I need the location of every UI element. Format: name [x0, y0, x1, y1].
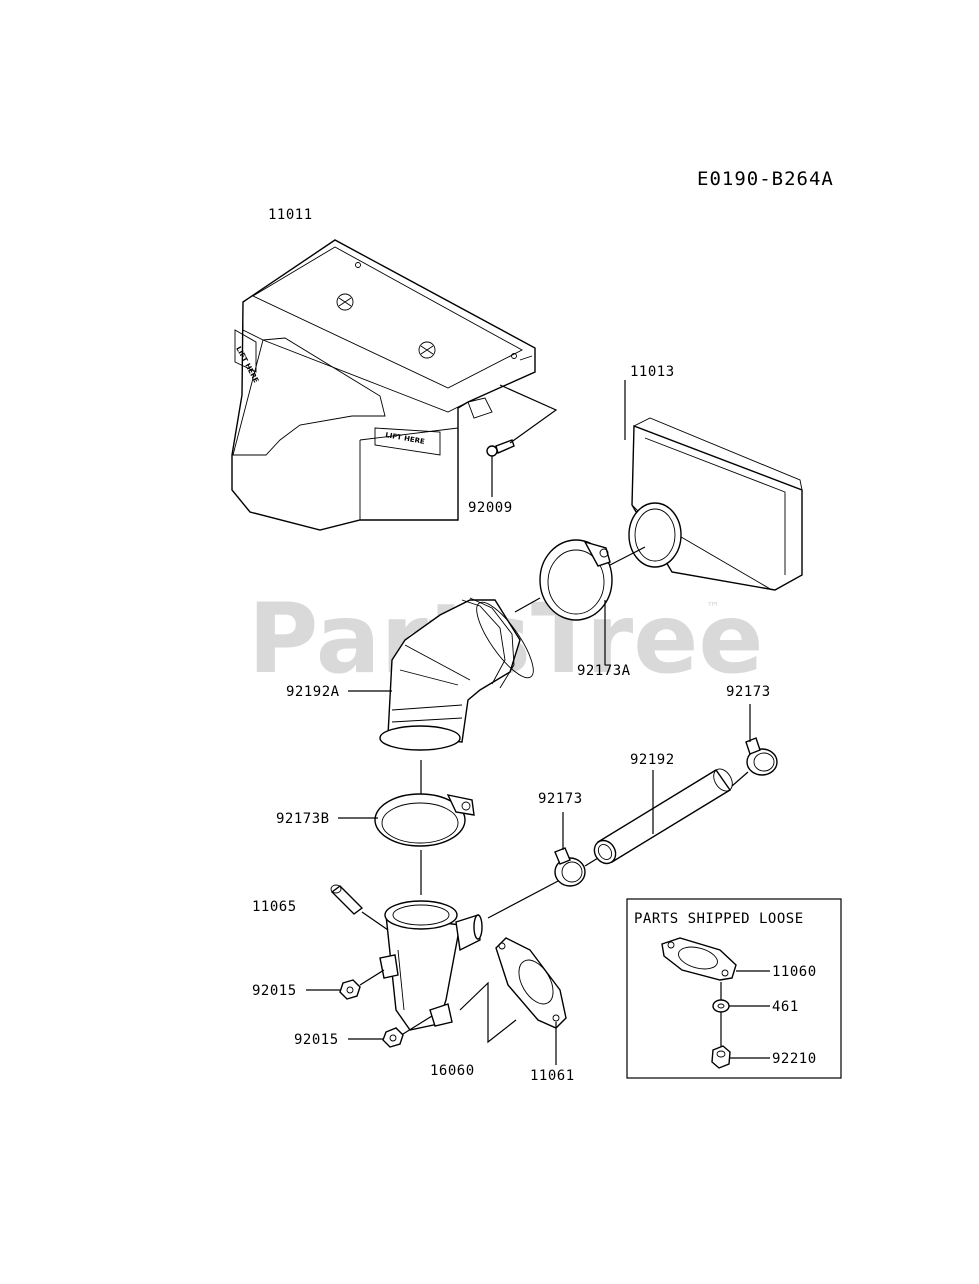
callout-92173B: 92173B — [276, 811, 330, 827]
part-92192A-elbow-tube[interactable] — [379, 595, 542, 751]
leader-nut-upper-to-pipe — [359, 969, 385, 986]
callout-11065: 11065 — [252, 899, 297, 915]
callout-92015-upper: 92015 — [252, 983, 297, 999]
part-461-washer[interactable] — [712, 999, 730, 1013]
loose-parts-border — [626, 898, 842, 1079]
part-92210-nut[interactable] — [711, 1045, 731, 1069]
part-11011-housing[interactable]: LIFT HERE LIFT HERE — [231, 239, 536, 531]
part-92173A-clamp[interactable] — [539, 539, 613, 621]
callout-92173-top: 92173 — [726, 684, 771, 700]
callout-92210: 92210 — [772, 1051, 817, 1067]
part-92173B-clamp[interactable] — [374, 793, 475, 847]
part-11013-air-filter[interactable] — [628, 417, 803, 591]
watermark-trademark: ™ — [706, 600, 720, 616]
diagram-code: E0190-B264A — [697, 168, 834, 190]
callout-92192: 92192 — [630, 752, 675, 768]
leader-clamp-to-tube — [514, 597, 541, 613]
part-11065-pin[interactable] — [330, 884, 364, 915]
callout-92015-lower: 92015 — [294, 1032, 339, 1048]
callout-92173-middle: 92173 — [538, 791, 583, 807]
part-11060-gasket[interactable] — [661, 937, 737, 981]
part-92015-nut-lower[interactable] — [382, 1027, 404, 1048]
part-92009-screw[interactable] — [486, 384, 558, 497]
part-92173-clamp-top[interactable] — [745, 737, 778, 776]
callout-16060: 16060 — [430, 1063, 475, 1079]
part-92173-clamp-middle[interactable] — [554, 847, 586, 887]
leader-11065 — [361, 911, 389, 931]
leader-nut-lower-to-pipe — [402, 1015, 433, 1035]
leader-hose-to-clamp — [731, 771, 749, 787]
part-11061-gasket[interactable] — [495, 937, 567, 1029]
callout-92009: 92009 — [468, 500, 513, 516]
callout-11013: 11013 — [630, 364, 675, 380]
leader-clamp-to-hose — [584, 857, 599, 867]
callout-11061: 11061 — [530, 1068, 575, 1084]
leader-clamp-to-filter — [609, 546, 646, 566]
part-92192-hose[interactable] — [590, 766, 736, 868]
callout-11011: 11011 — [268, 207, 313, 223]
leader-pipe-to-clamp — [487, 879, 561, 919]
loose-parts-title: PARTS SHIPPED LOOSE — [634, 911, 804, 927]
part-92015-nut-upper[interactable] — [339, 979, 361, 1000]
loose-parts-box: PARTS SHIPPED LOOSE 11060 461 92210 — [626, 898, 842, 1079]
part-16060-intake-pipe[interactable] — [379, 900, 483, 1031]
callout-92192A: 92192A — [286, 684, 340, 700]
leader-16060 — [459, 981, 517, 1044]
callout-461: 461 — [772, 999, 799, 1015]
callout-92173A: 92173A — [577, 663, 631, 679]
callout-11060: 11060 — [772, 964, 817, 980]
